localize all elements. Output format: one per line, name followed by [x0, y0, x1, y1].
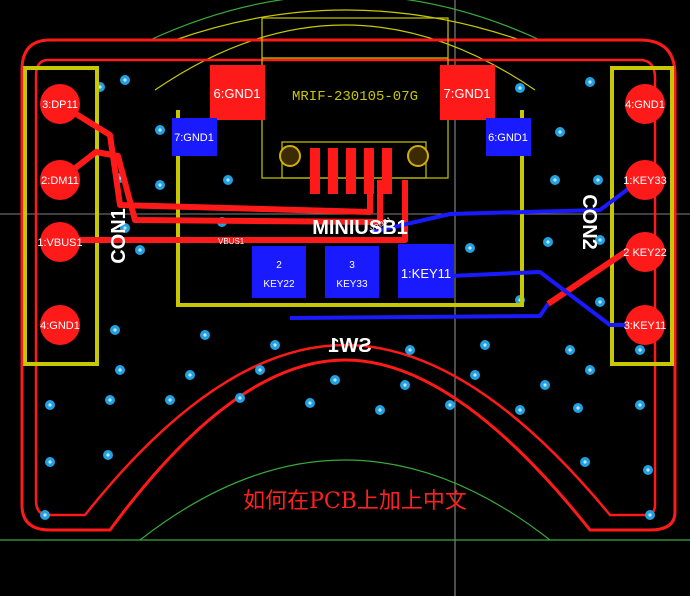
via-hole: [598, 300, 602, 304]
via-hole: [403, 383, 407, 387]
usb-shield-pad-small-right: [486, 118, 531, 156]
con1-pad-4-label: 4:GND1: [40, 320, 80, 332]
usb-shield-small-left-label: 7:GND1: [174, 132, 214, 144]
via-hole: [583, 460, 587, 464]
via-hole: [576, 406, 580, 410]
con1-pad-1-label: 3:DP11: [42, 99, 78, 111]
board-keepout: [34, 58, 657, 517]
via-hole: [238, 396, 242, 400]
sw-pad-2-num: 2: [276, 260, 282, 271]
con1-pad-3-label: 1:VBUS1: [37, 237, 82, 249]
via-hole: [558, 130, 562, 134]
via-group: [40, 75, 655, 520]
usb-shield-big-left-label: 6:GND1: [214, 86, 261, 101]
sw-pad-2: [252, 246, 306, 298]
via-hole: [123, 226, 127, 230]
con2-pad-2-label: 1:KEY33: [623, 175, 666, 187]
via-hole: [123, 78, 127, 82]
sw-pad-1-label: 1:KEY11: [401, 266, 451, 281]
usb-part-label: MRIF-230105-07G: [292, 89, 418, 105]
mechanical-outline: [0, 0, 690, 541]
via-hole: [138, 248, 142, 252]
via-hole: [596, 178, 600, 182]
via-hole: [158, 183, 162, 187]
via-hole: [48, 403, 52, 407]
con2-label: CON2: [578, 194, 600, 250]
sw-pad-3: [325, 246, 379, 298]
via-hole: [118, 368, 122, 372]
con1-label: CON1: [108, 208, 130, 264]
via-hole: [98, 85, 102, 89]
via-hole: [518, 408, 522, 412]
sw-pad-3-num: 3: [349, 260, 355, 271]
board-outline: [20, 38, 677, 532]
usb-pins: [310, 148, 392, 194]
via-hole: [598, 238, 602, 242]
via-hole: [378, 408, 382, 412]
via-hole: [588, 80, 592, 84]
con2-pads: [625, 84, 665, 345]
sw-pad-3-label: KEY33: [336, 279, 368, 290]
via-hole: [638, 403, 642, 407]
via-hole: [468, 246, 472, 250]
via-hole: [518, 86, 522, 90]
via-hole: [308, 401, 312, 405]
via-hole: [408, 348, 412, 352]
chinese-note: 如何在PCB上加上中文: [243, 489, 467, 514]
con2-pad-3-label: 2 KEY22: [623, 247, 666, 259]
via-hole: [543, 383, 547, 387]
via-hole: [273, 343, 277, 347]
via-hole: [113, 328, 117, 332]
usb-silk-label: MINIUSB1: [312, 217, 408, 239]
via-hole: [648, 513, 652, 517]
top-traces: [58, 101, 642, 307]
usb-shield-pad-small-left: [172, 118, 217, 156]
con1-pad-2-label: 2:DM11: [41, 175, 79, 187]
via-hole: [106, 453, 110, 457]
con2-pad-1-label: 4:GND1: [625, 99, 665, 111]
via-hole: [473, 373, 477, 377]
via-hole: [108, 398, 112, 402]
via-hole: [226, 178, 230, 182]
via-hole: [258, 368, 262, 372]
con2-pad-4-label: 3:KEY11: [624, 320, 667, 332]
via-hole: [188, 373, 192, 377]
usb-shield-pad-left: [210, 65, 265, 120]
via-hole: [546, 240, 550, 244]
via-hole: [646, 468, 650, 472]
usb-holes: [279, 145, 429, 167]
via-hole: [553, 178, 557, 182]
con1-outline: [23, 66, 99, 366]
con1-pads: [40, 84, 80, 345]
usb-shield-small-right-label: 6:GND1: [488, 132, 528, 144]
via-hole: [333, 378, 337, 382]
usb-shield-pad-right: [440, 65, 495, 120]
via-hole: [48, 460, 52, 464]
via-hole: [588, 368, 592, 372]
sw-pad-1: [398, 244, 454, 298]
via-hole: [158, 128, 162, 132]
sw-label: SW1: [328, 335, 371, 357]
via-hole: [448, 403, 452, 407]
con2-outline: [610, 66, 674, 366]
sw-pad-2-label: KEY22: [263, 279, 295, 290]
usb-shield-big-right-label: 7:GND1: [444, 86, 491, 101]
via-hole: [43, 513, 47, 517]
via-hole: [638, 348, 642, 352]
via-hole: [168, 398, 172, 402]
via-hole: [203, 333, 207, 337]
via-hole: [483, 343, 487, 347]
vbus-trace-label: VBUS1: [218, 237, 245, 246]
via-hole: [568, 348, 572, 352]
